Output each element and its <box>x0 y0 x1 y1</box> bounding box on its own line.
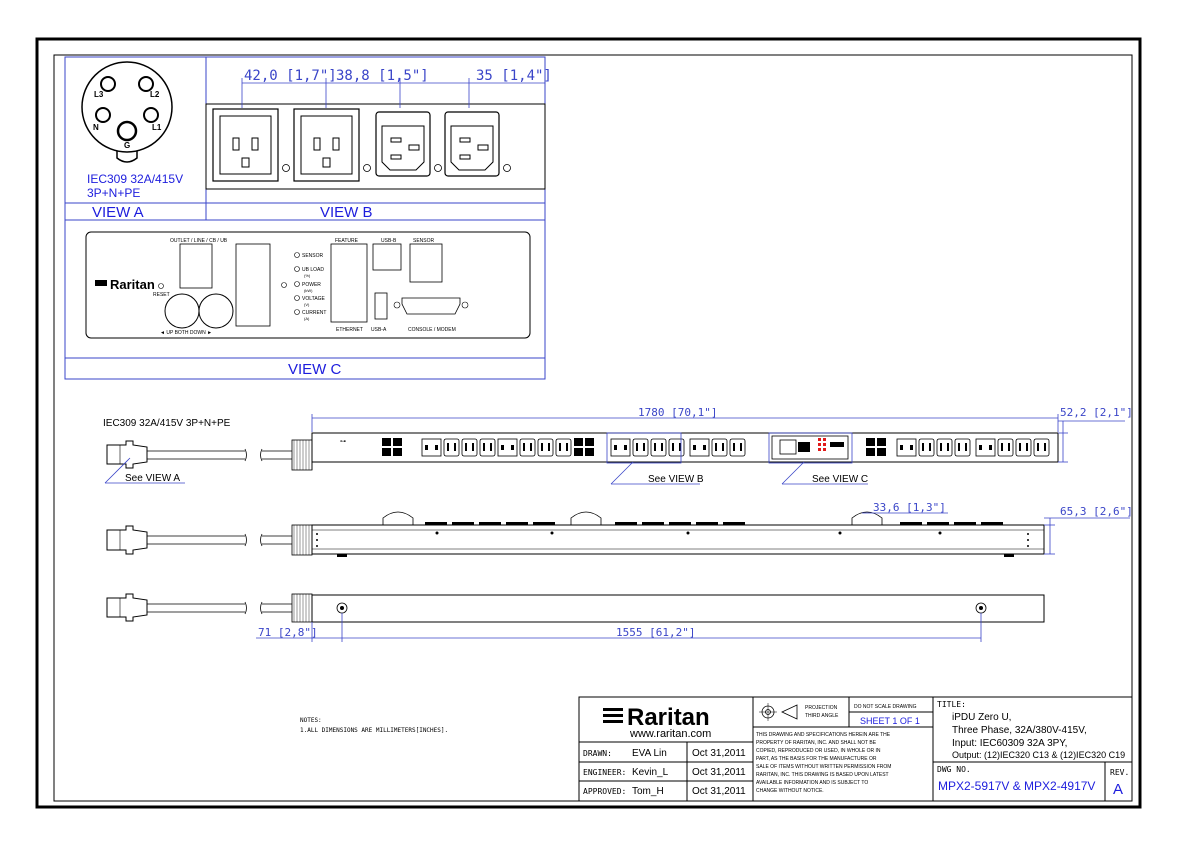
pin-l2-label: L2 <box>150 90 160 99</box>
led-current-label: CURRENT <box>302 310 326 316</box>
view-c-label: VIEW C <box>288 361 342 378</box>
disclaimer-line: RARITAN, INC. THIS DRAWING IS BASED UPON… <box>756 772 889 778</box>
side-height-dimension: 65,3 [2,6"] <box>1060 505 1133 518</box>
view-a-spec-line2: 3P+N+PE <box>87 186 140 200</box>
see-view-a-callout: See VIEW A <box>125 473 180 484</box>
pin-n-label: N <box>93 123 99 132</box>
projection-label: PROJECTION <box>805 705 838 711</box>
svg-text:⊶: ⊶ <box>340 439 346 445</box>
disclaimer-line: COPIED, REPRODUCED OR USED, IN WHOLE OR … <box>756 748 881 754</box>
title-line-3: Input: IEC60309 32A 3PY, <box>952 738 1067 749</box>
side-view: 33,6 [1,3"] 65,3 [2,6"] <box>106 501 1133 557</box>
led-power-label: POWER <box>302 282 321 288</box>
sensor-port-caption: SENSOR <box>413 238 435 244</box>
disclaimer-line: THIS DRAWING AND SPECIFICATIONS HEREIN A… <box>756 732 891 738</box>
drawing-number-label: DWG NO. <box>937 765 971 774</box>
mount-spacing-dimension: 1555 [61,2"] <box>616 626 695 639</box>
width-dimension: 52,2 [2,1"] <box>1060 406 1133 419</box>
usb-a-caption: USB-A <box>371 327 387 333</box>
disclaimer-line: SALE OF ITEMS WITHOUT WRITTEN PERMISSION… <box>756 764 891 770</box>
engineer-name: Kevin_L <box>632 767 669 778</box>
view-a-label: VIEW A <box>92 204 144 221</box>
pin-g-label: G <box>124 141 130 150</box>
view-b-outlets: 42,0 [1,7"] 38,8 [1,5"] 35 [1,4"] VIEW B <box>205 68 552 221</box>
pin-l1-label: L1 <box>152 123 162 132</box>
sheet-number: SHEET 1 OF 1 <box>860 716 920 726</box>
ethernet-caption: ETHERNET <box>336 327 363 333</box>
drawn-role: DRAWN: <box>583 749 612 758</box>
length-dimension: 1780 [70,1"] <box>638 406 717 419</box>
do-not-scale-label: DO NOT SCALE DRAWING <box>854 704 917 710</box>
third-angle-projection-icon <box>759 703 798 721</box>
notes: NOTES: 1.ALL DIMENSIONS ARE MILLIMETERS[… <box>300 717 448 734</box>
view-a-spec-line1: IEC309 32A/415V <box>87 172 183 186</box>
front-inlet-spec: IEC309 32A/415V 3P+N+PE <box>103 418 231 429</box>
title-label: TITLE: <box>937 700 966 709</box>
usb-b-caption: USB-B <box>381 238 397 244</box>
drawing-number: MPX2-5917V & MPX2-4917V <box>938 779 1095 793</box>
raritan-logo: Raritan <box>603 704 710 731</box>
approved-role: APPROVED: <box>583 787 626 796</box>
third-angle-label: THIRD ANGLE <box>805 713 839 719</box>
up-both-down-caption: ◄ UP BOTH DOWN ► <box>160 330 212 336</box>
view-b-dim-1: 42,0 [1,7"] <box>244 68 337 84</box>
notes-title: NOTES: <box>300 717 322 724</box>
title-line-2: Three Phase, 32A/380V-415V, <box>952 725 1087 736</box>
led-ub-load-label: UB LOAD <box>302 267 324 273</box>
led-voltage-unit: (V) <box>304 302 310 307</box>
disclaimer-line: PROPERTY OF RARITAN, INC. AND SHALL NOT … <box>756 740 877 746</box>
mount-offset-dimension: 71 [2,8"] <box>258 626 318 639</box>
engineer-role: ENGINEER: <box>583 768 626 777</box>
view-c-controller-panel: OUTLET / LINE / CB / UB ◄ UP BOTH DOWN ►… <box>85 231 531 378</box>
disclaimer-line: PART, AS THE BASIS FOR THE MANUFACTURE O… <box>756 756 877 762</box>
drawn-date: Oct 31,2011 <box>692 748 746 759</box>
see-view-b-callout: See VIEW B <box>648 474 704 485</box>
title-url: www.raritan.com <box>629 728 711 740</box>
title-line-4: Output: (12)IEC320 C13 & (12)IEC320 C19 <box>952 750 1125 760</box>
outer-border <box>35 37 1142 809</box>
view-a-inlet-face: L3 L2 N L1 G IEC309 32A/415V 3P+N+PE VIE… <box>81 61 183 221</box>
notes-line-1: 1.ALL DIMENSIONS ARE MILLIMETERS[INCHES]… <box>300 727 448 734</box>
side-depth-dimension: 33,6 [1,3"] <box>873 501 946 514</box>
title-brand: Raritan <box>627 704 710 731</box>
view-c-brand-logo: Raritan <box>110 277 155 292</box>
see-view-c-callout: See VIEW C <box>812 474 868 485</box>
approved-name: Tom_H <box>632 786 664 797</box>
led-power-unit: (kW) <box>304 288 313 293</box>
revision-label: REV. <box>1110 768 1129 777</box>
disclaimer-line: AVAILABLE INFORMATION AND IS SUBJECT TO <box>756 780 868 786</box>
view-b-dim-2: 38,8 [1,5"] <box>336 68 429 84</box>
feature-caption: FEATURE <box>335 238 359 244</box>
led-sensor-label: SENSOR <box>302 253 324 259</box>
outlet-line-caption: OUTLET / LINE / CB / UB <box>170 238 228 244</box>
engineer-date: Oct 31,2011 <box>692 767 746 778</box>
led-voltage-label: VOLTAGE <box>302 296 326 302</box>
console-caption: CONSOLE / MODEM <box>408 327 456 333</box>
front-view: IEC309 32A/415V 3P+N+PE ⊶ <box>103 406 1133 485</box>
view-b-dim-3: 35 [1,4"] <box>476 68 552 84</box>
led-ub-load-unit: (%) <box>304 273 311 278</box>
title-line-1: iPDU Zero U, <box>952 712 1011 723</box>
drawn-name: EVA Lin <box>632 748 667 759</box>
reset-caption: RESET <box>153 292 170 298</box>
pin-l3-label: L3 <box>94 90 104 99</box>
led-current-unit: (A) <box>304 316 310 321</box>
disclaimer-line: CHANGE WITHOUT NOTICE. <box>756 788 824 794</box>
bottom-view: 71 [2,8"] 1555 [61,2"] <box>106 593 1045 642</box>
view-b-label: VIEW B <box>320 204 373 221</box>
revision-value: A <box>1113 781 1123 798</box>
title-block: Raritan www.raritan.com DRAWN: EVA Lin O… <box>578 696 1133 802</box>
approved-date: Oct 31,2011 <box>692 786 746 797</box>
